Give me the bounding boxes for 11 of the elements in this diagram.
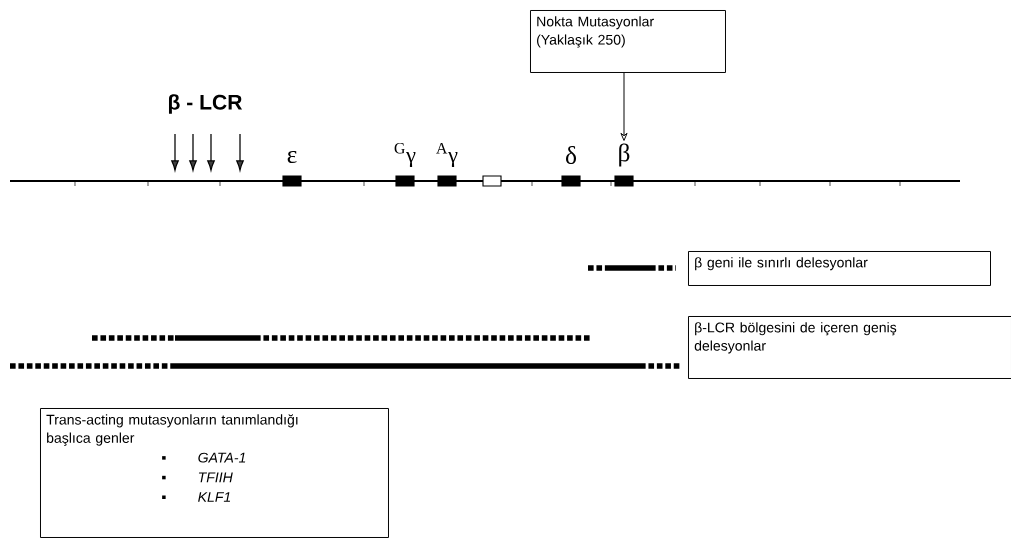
text-box: Nokta Mutasyonlar (Yaklaşık 250) [530,10,726,73]
text-box: Trans-acting mutasyonların tanımlandığı başlıca genler GATA-1 TFIIH KLF1 [40,408,389,538]
gene-label: δ [566,146,576,164]
text-box: β-LCR bölgesini de içeren geniş delesyonlar [688,316,1011,379]
gene-label: $^{G}$γ [394,143,416,167]
arrow [620,72,628,141]
gene-label: $^{A}$γ [436,143,458,167]
gene-label: ε [287,150,297,164]
text-box: β geni ile sınırlı delesyonlar [688,251,991,286]
region-label: β - LCR [169,94,242,114]
gene-label: β [619,143,630,167]
